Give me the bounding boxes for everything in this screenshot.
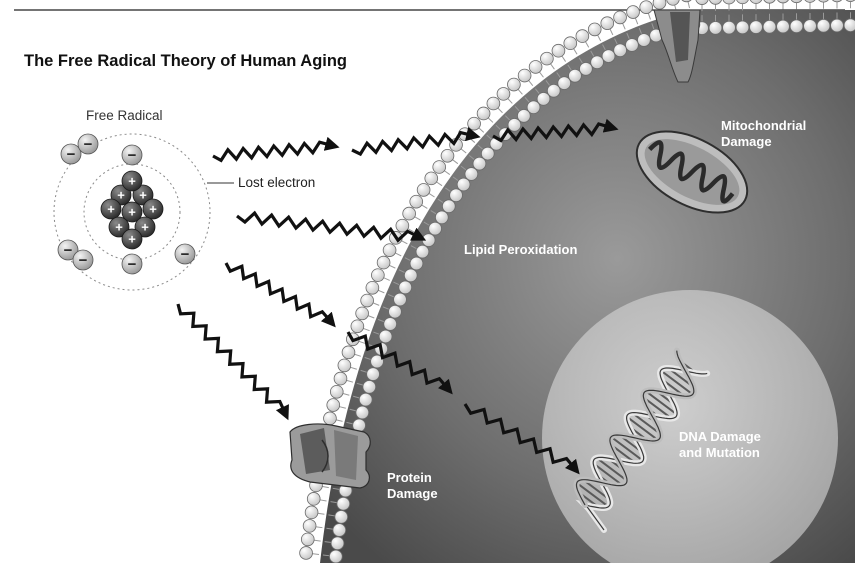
svg-text:+: + [149,202,157,217]
svg-text:−: − [181,246,190,263]
svg-text:−: − [79,252,88,269]
radical-attack-arrow [226,263,332,323]
electron: − [61,144,81,164]
mitochondrial-damage-label-line-1: Mitochondrial [721,118,831,134]
atom-nucleus: +++++++++ [101,171,163,249]
mitochondrial-damage-label-line-2: Damage [721,134,831,150]
electron: − [175,244,195,264]
electron: − [73,250,93,270]
svg-text:+: + [141,220,149,235]
nucleus-particle: + [122,171,142,191]
nucleus-particle: + [101,199,121,219]
free-radical-label: Free Radical [86,108,163,123]
svg-text:+: + [128,174,136,189]
svg-text:−: − [67,146,76,163]
svg-text:+: + [115,220,123,235]
radical-attack-arrow [178,304,286,415]
electron: − [78,134,98,154]
nucleus-particle: + [122,229,142,249]
dna-damage-label-line-2: and Mutation [679,445,789,461]
dna-damage-label-line-1: DNA Damage [679,429,789,445]
radical-attack-arrow [213,142,334,160]
radical-attack-arrow [237,213,421,240]
svg-text:−: − [128,256,137,273]
mitochondrial-damage-label: Mitochondrial Damage [721,118,831,150]
nucleus-particle: + [143,199,163,219]
damaged-membrane-protein [290,424,370,488]
svg-text:+: + [117,188,125,203]
svg-text:+: + [128,232,136,247]
protein-damage-label: Protein Damage [387,470,457,502]
svg-text:−: − [84,136,93,153]
electron: − [122,145,142,165]
svg-text:−: − [64,242,73,259]
dna-damage-label: DNA Damage and Mutation [679,429,789,461]
svg-text:+: + [107,202,115,217]
lipid-peroxidation-label: Lipid Peroxidation [464,242,577,258]
svg-text:+: + [139,188,147,203]
svg-text:−: − [128,147,137,164]
free-radical-atom: +++++++++ −−−−−−− [54,134,234,290]
electron: − [122,254,142,274]
lost-electron-label: Lost electron [238,175,315,190]
svg-text:+: + [128,205,136,220]
protein-damage-label-line-2: Damage [387,486,457,502]
protein-damage-label-line-1: Protein [387,470,457,486]
diagram-title: The Free Radical Theory of Human Aging [24,52,347,71]
